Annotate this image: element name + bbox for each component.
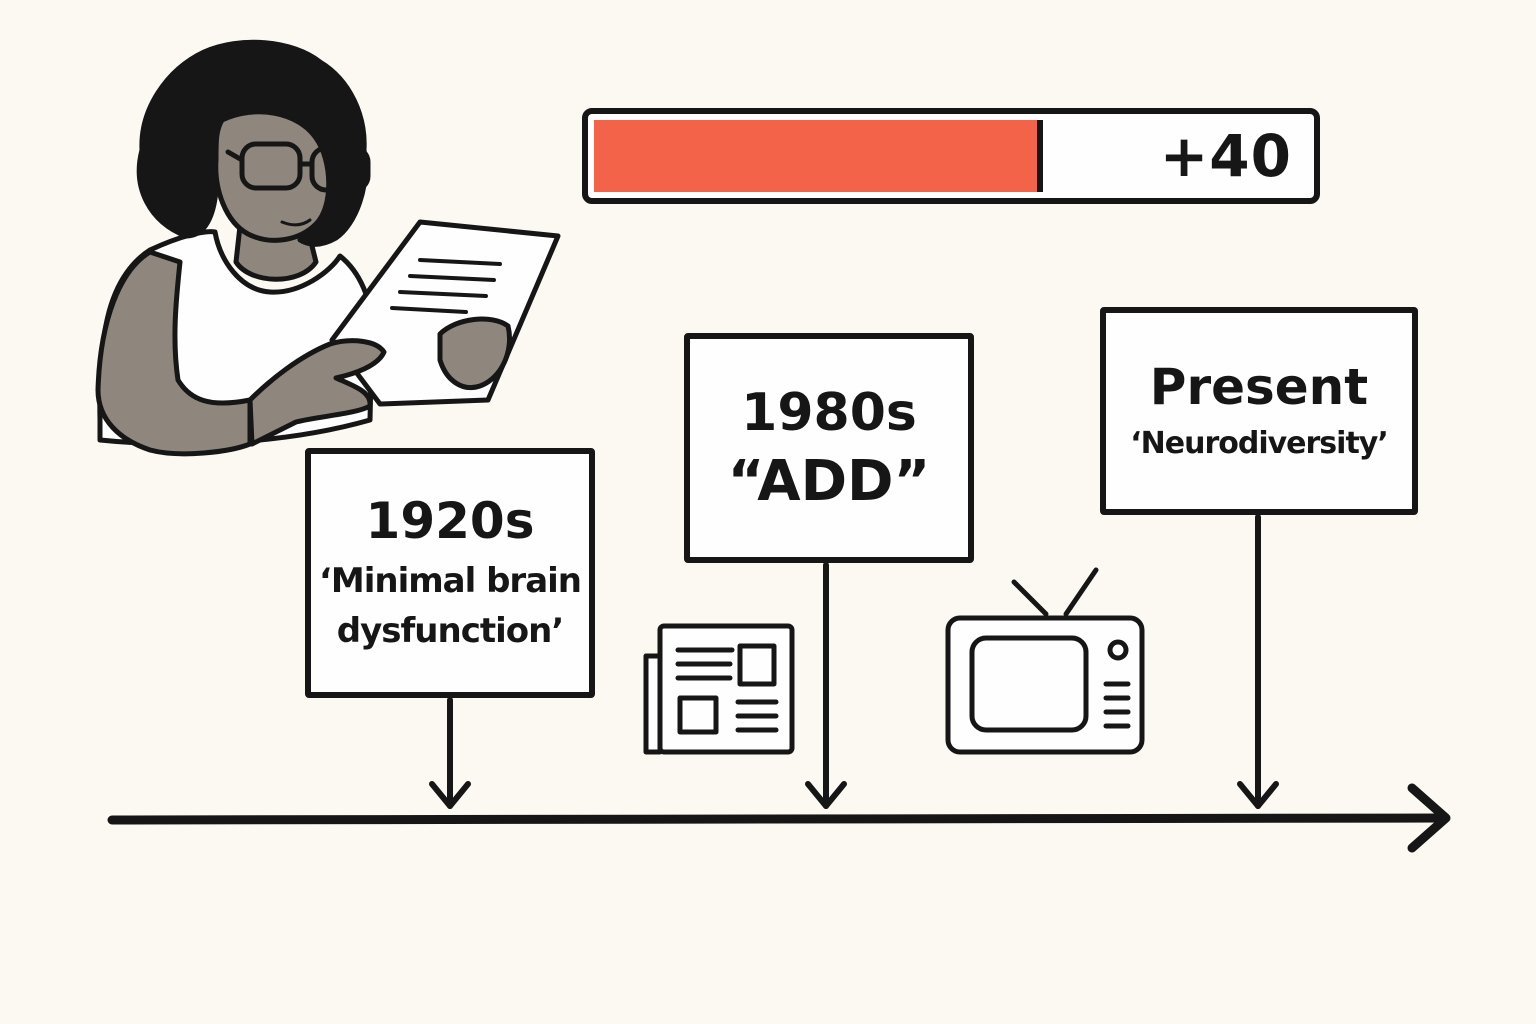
connector-1920s bbox=[429, 697, 471, 809]
event-term: “ADD” bbox=[727, 449, 931, 514]
progress-label: +40 bbox=[1159, 122, 1292, 190]
timeline-event-1920s: 1920s ‘Minimal brain dysfunction’ bbox=[305, 448, 595, 698]
television-icon bbox=[945, 567, 1145, 755]
event-era: Present bbox=[1149, 358, 1369, 416]
progress-fill bbox=[594, 120, 1043, 192]
timeline-event-1980s: 1980s “ADD” bbox=[684, 333, 974, 563]
timeline-event-present: Present ‘Neurodiversity’ bbox=[1100, 307, 1418, 515]
timeline-axis bbox=[107, 783, 1451, 853]
event-era: 1980s bbox=[741, 383, 917, 443]
person-reading-icon bbox=[95, 39, 561, 457]
connector-1980s bbox=[805, 562, 847, 809]
event-era: 1920s bbox=[365, 492, 535, 550]
event-term: ‘Neurodiversity’ bbox=[1130, 426, 1389, 461]
newspaper-icon bbox=[643, 623, 795, 755]
event-term: ‘Minimal brain dysfunction’ bbox=[318, 561, 582, 651]
progress-bar: +40 bbox=[582, 108, 1320, 204]
connector-present bbox=[1237, 514, 1279, 809]
